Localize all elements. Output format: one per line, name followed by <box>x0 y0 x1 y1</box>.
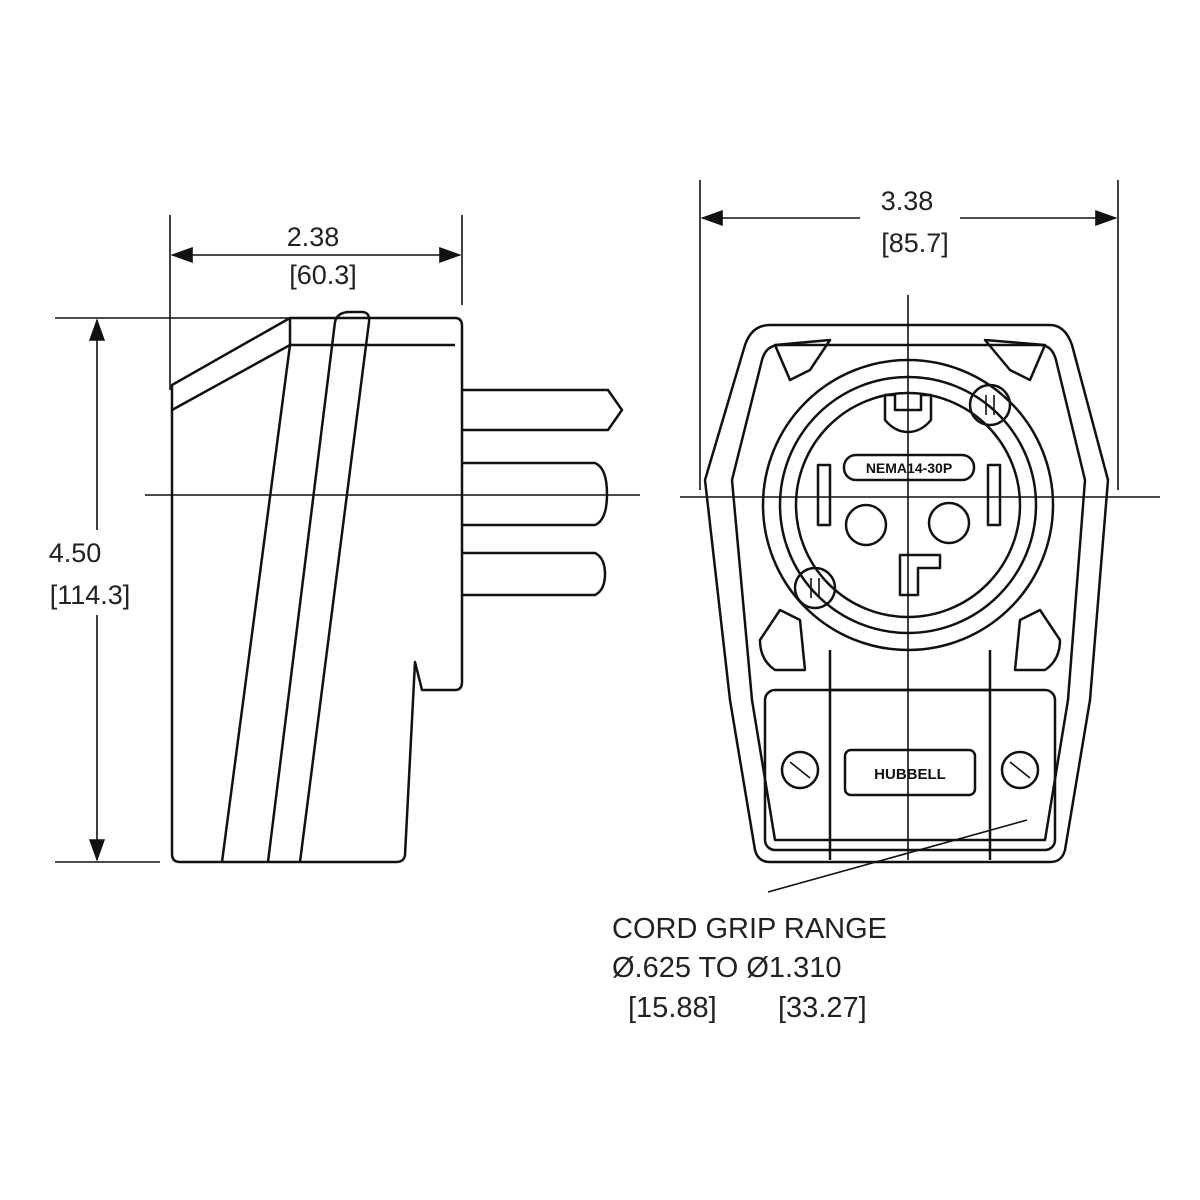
nema-label: NEMA14-30P <box>866 460 952 476</box>
front-width-inches: 3.38 <box>881 186 934 216</box>
terminal-marker-right <box>927 501 971 545</box>
ground-slot <box>883 393 933 434</box>
nema-label-badge <box>842 453 976 482</box>
prong-top <box>462 388 624 432</box>
side-view: 2.38 [60.3] 4.50 [114.3] <box>40 215 640 864</box>
body-cutout-left <box>758 608 807 672</box>
cord-grip-leader-line <box>767 819 1028 893</box>
plug-body-side <box>170 316 464 864</box>
prong-bottom <box>462 551 607 597</box>
body-cutout-top-left <box>773 338 832 382</box>
front-width-mm: [85.7] <box>881 228 949 258</box>
brand-plate <box>843 748 977 797</box>
neutral-slot <box>898 553 942 597</box>
cord-grip-min-mm: [15.88] <box>628 992 717 1024</box>
cord-grip-title: CORD GRIP RANGE <box>612 913 887 945</box>
clamp-screw-right <box>1000 750 1040 790</box>
brand-label: HUBBELL <box>874 766 946 783</box>
screw-bottom-left <box>793 566 837 610</box>
blade-slot-left <box>816 463 832 527</box>
body-edge <box>171 343 455 412</box>
cord-grip-edge <box>298 310 371 863</box>
body-cutout-top-right <box>983 338 1047 382</box>
plug-body-front <box>703 323 1110 864</box>
side-height-inches: 4.50 <box>49 538 102 568</box>
screw-top-right <box>968 383 1012 427</box>
ground-pin <box>462 461 609 527</box>
body-cutout-right <box>1013 608 1062 672</box>
terminal-marker-left <box>844 503 888 547</box>
cord-grip-max-mm: [33.27] <box>778 992 867 1024</box>
blade-slot-right <box>986 463 1002 527</box>
body-inner-outline <box>730 343 1087 842</box>
front-view: 3.38 [85.7] NEMA14-30P HUBBELL <box>680 180 1160 893</box>
side-height-mm: [114.3] <box>50 580 131 610</box>
side-width-mm: [60.3] <box>289 260 357 290</box>
cord-grip-edge <box>266 321 337 863</box>
cord-grip-note: CORD GRIP RANGE Ø.625 TO Ø1.310 [15.88] … <box>612 913 887 1024</box>
side-width-inches: 2.38 <box>287 222 340 252</box>
cord-grip-range: Ø.625 TO Ø1.310 <box>612 952 841 984</box>
body-edge <box>220 318 292 863</box>
clamp-screw-left <box>780 750 820 790</box>
